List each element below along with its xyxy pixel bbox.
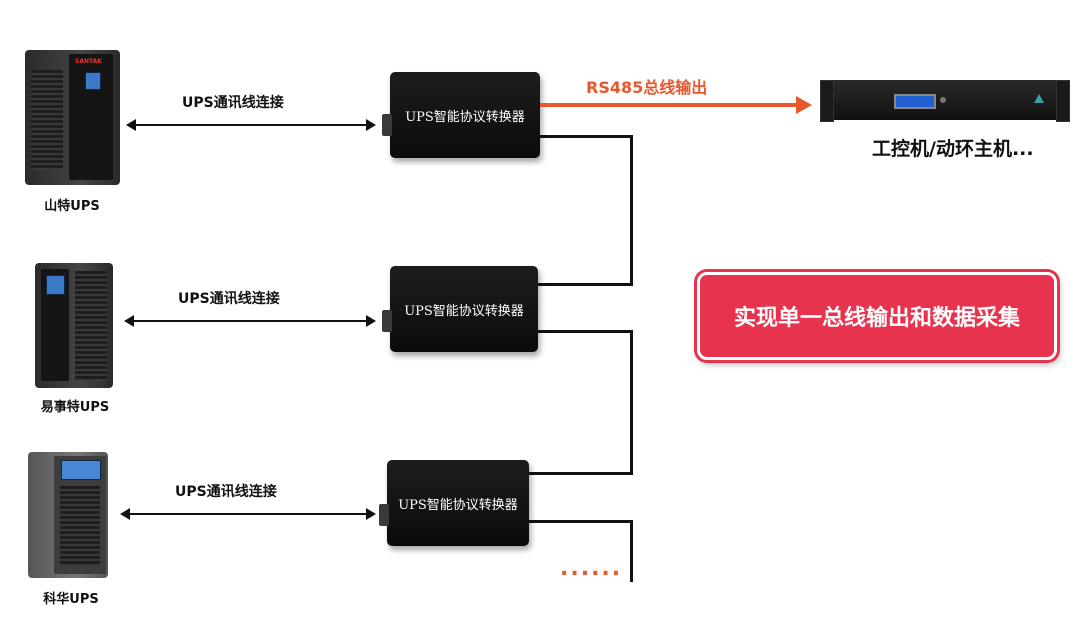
host-logo-icon [1034,94,1044,103]
ups-vent [60,486,100,566]
ups-display [85,72,101,90]
ups-label-kehua: 科华UPS [43,592,99,607]
continuation-dots: ...... [560,556,623,581]
connection-arrow [126,119,376,131]
bus-wire [538,283,633,286]
bus-wire [630,330,633,474]
host-indicator [940,97,946,103]
bus-wire [540,135,633,138]
host-display [894,94,936,109]
ups-vent [75,271,107,381]
ups-tower-east [35,263,113,388]
rs485-arrow [540,103,798,107]
ups-tower-santak: SANTAK [25,50,120,185]
summary-badge: 实现单一总线输出和数据采集 [697,272,1057,360]
ups-brand-text: SANTAK [75,58,102,65]
protocol-converter-3: UPS智能协议转换器 [379,460,529,546]
protocol-converter-2: UPS智能协议转换器 [382,266,538,352]
rs485-label: RS485总线输出 [586,78,708,97]
bus-wire [630,135,633,285]
bus-wire [529,520,633,523]
converter-label: UPS智能协议转换器 [404,303,524,319]
connection-label: UPS通讯线连接 [175,484,277,500]
converter-label: UPS智能协议转换器 [405,109,525,125]
bus-wire [529,472,633,475]
ups-tower-kehua [28,452,108,578]
host-rack-unit [820,80,1070,122]
connection-label: UPS通讯线连接 [182,95,284,111]
connection-arrow [124,315,376,327]
connection-label: UPS通讯线连接 [178,291,280,307]
ups-display [46,275,65,295]
protocol-converter-1: UPS智能协议转换器 [382,72,540,158]
rs485-arrow-head [796,96,812,114]
ups-label-east: 易事特UPS [40,400,110,415]
bus-wire [538,330,633,333]
ups-label-santak: 山特UPS [44,199,100,214]
bus-wire [630,520,633,582]
ups-vent [31,70,63,170]
connection-arrow [120,508,376,520]
host-label: 工控机/动环主机... [872,138,1034,160]
ups-display [61,460,101,480]
converter-label: UPS智能协议转换器 [398,497,518,513]
